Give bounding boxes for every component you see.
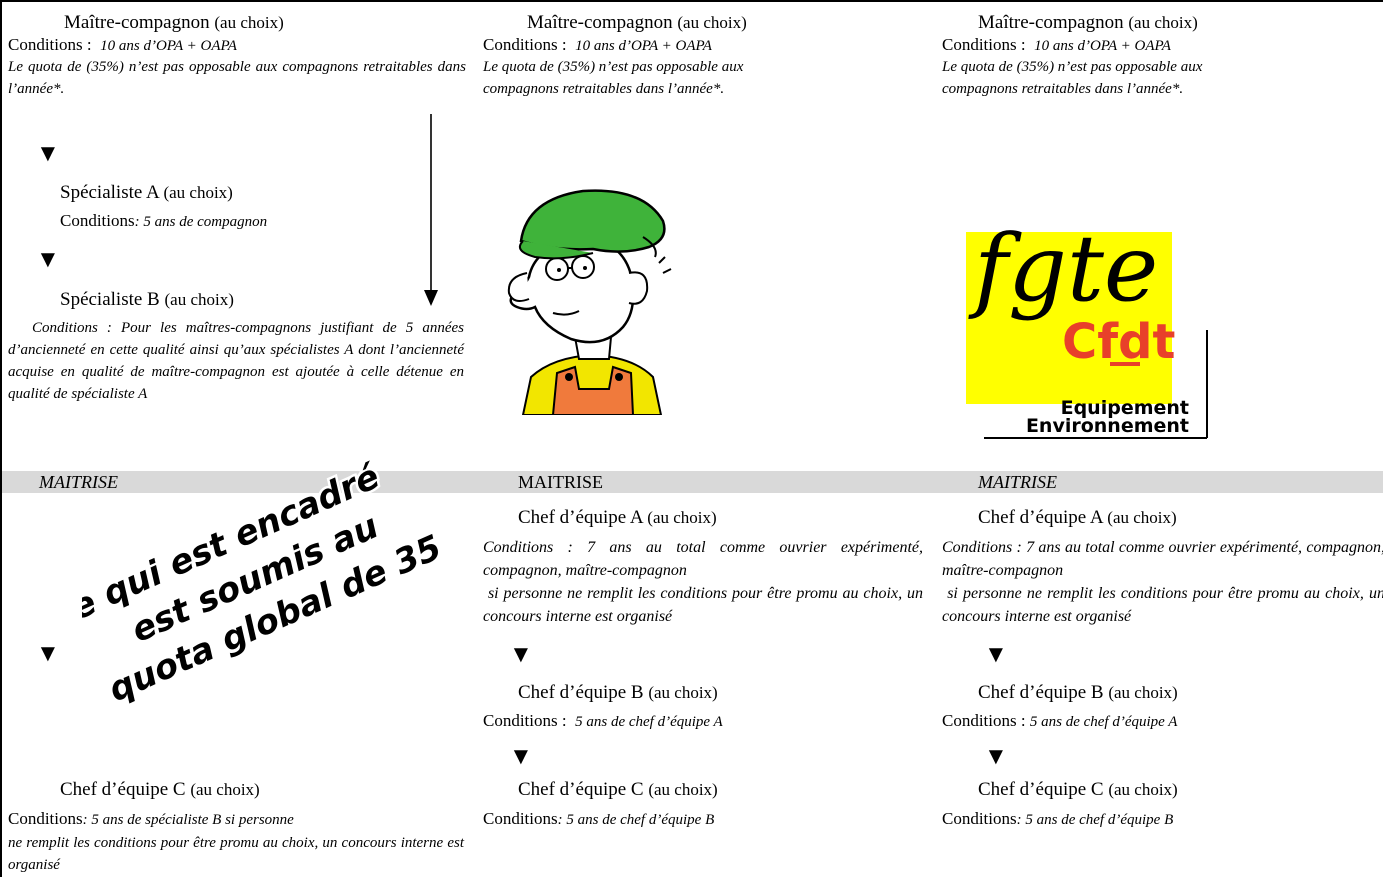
specialiste-a-conditions: Conditions: 5 ans de compagnon bbox=[60, 211, 268, 230]
maitrise-label-2: MAITRISE bbox=[518, 472, 603, 492]
logo-cfdt-text: Cfdt bbox=[1062, 314, 1175, 370]
arrow-down-icon: ▼ bbox=[984, 642, 1008, 668]
maitre-compagnon-conditions-3: Conditions : 10 ans d’OPA + OAPA bbox=[942, 35, 1171, 54]
maitre-compagnon-title-3: Maître-compagnon (au choix) bbox=[978, 12, 1198, 33]
fgte-cfdt-logo: fgte Cfdt Equipement Environnement bbox=[944, 180, 1209, 440]
maitrise-label-3: MAITRISE bbox=[978, 472, 1057, 492]
maitrise-label-1: MAITRISE bbox=[39, 472, 118, 492]
logo-fgte-text: fgte bbox=[968, 215, 1158, 322]
arrow-down-icon: ▼ bbox=[36, 641, 60, 667]
chef-equipe-c-title-3: Chef d’équipe C (au choix) bbox=[978, 779, 1178, 800]
chef-equipe-c-title-2: Chef d’équipe C (au choix) bbox=[518, 779, 718, 800]
long-arrow-down-icon bbox=[424, 114, 438, 306]
arrow-down-icon: ▼ bbox=[36, 141, 60, 167]
chef-equipe-a-title-3: Chef d’équipe A (au choix) bbox=[978, 507, 1177, 528]
stamp-line-3: quota global de 35 % bbox=[103, 509, 442, 710]
chef-equipe-c-conditions-3: Conditions: 5 ans de chef d’équipe B bbox=[942, 809, 1174, 828]
maitre-compagnon-conditions-2: Conditions : 10 ans d’OPA + OAPA bbox=[483, 35, 712, 54]
stamp-line-2: est soumis au bbox=[126, 506, 385, 651]
chef-equipe-a-title-2: Chef d’équipe A (au choix) bbox=[518, 507, 717, 528]
arrow-down-icon: ▼ bbox=[36, 247, 60, 273]
chef-equipe-a-conditions-2: Conditions : 7 ans au total comme ouvrie… bbox=[483, 539, 923, 625]
maitre-compagnon-conditions-1: Conditions : 10 ans d’OPA + OAPA bbox=[8, 35, 237, 54]
chef-equipe-b-title-3: Chef d’équipe B (au choix) bbox=[978, 682, 1178, 703]
logo-line-2: Environnement bbox=[1026, 415, 1189, 437]
arrow-down-icon: ▼ bbox=[509, 744, 533, 770]
quota-note-1: Le quota de (35%) n’est pas opposable au… bbox=[8, 59, 466, 97]
maitre-compagnon-title-1: Maître-compagnon (au choix) bbox=[64, 12, 284, 33]
specialiste-a-title: Spécialiste A (au choix) bbox=[60, 182, 233, 203]
worker-cartoon-image bbox=[483, 177, 691, 415]
specialiste-b-title: Spécialiste B (au choix) bbox=[60, 289, 234, 310]
chef-equipe-c-conditions-1: Conditions: 5 ans de spécialiste B si pe… bbox=[8, 809, 294, 828]
chef-equipe-c-title-1: Chef d’équipe C (au choix) bbox=[60, 779, 260, 800]
maitre-compagnon-title-2: Maître-compagnon (au choix) bbox=[527, 12, 747, 33]
chef-equipe-b-title-2: Chef d’équipe B (au choix) bbox=[518, 682, 718, 703]
chef-equipe-b-conditions-2: Conditions : 5 ans de chef d’équipe A bbox=[483, 711, 723, 730]
chef-equipe-b-conditions-3: Conditions : 5 ans de chef d’équipe A bbox=[942, 711, 1178, 730]
quota-line-3a: Le quota de (35%) n’est pas opposable au… bbox=[942, 59, 1203, 75]
arrow-down-icon: ▼ bbox=[509, 642, 533, 668]
quota-line-3b: compagnons retraitables dans l’année*. bbox=[942, 81, 1184, 97]
maitrise-band bbox=[2, 471, 1383, 493]
logo-line-1: Equipement bbox=[1061, 397, 1189, 419]
specialiste-b-conditions: Conditions : Pour les maîtres-compagnons… bbox=[8, 320, 464, 402]
arrow-down-icon: ▼ bbox=[984, 744, 1008, 770]
quota-line-2a: Le quota de (35%) n’est pas opposable au… bbox=[483, 59, 744, 75]
chef-equipe-c-conditions-2: Conditions: 5 ans de chef d’équipe B bbox=[483, 809, 715, 828]
chef-equipe-c-rest-1: ne remplit les conditions pour être prom… bbox=[8, 835, 464, 873]
quota-line-2b: compagnons retraitables dans l’année*. bbox=[483, 81, 725, 97]
chef-equipe-a-conditions-3: Conditions : 7 ans au total comme ouvrie… bbox=[942, 539, 1383, 625]
